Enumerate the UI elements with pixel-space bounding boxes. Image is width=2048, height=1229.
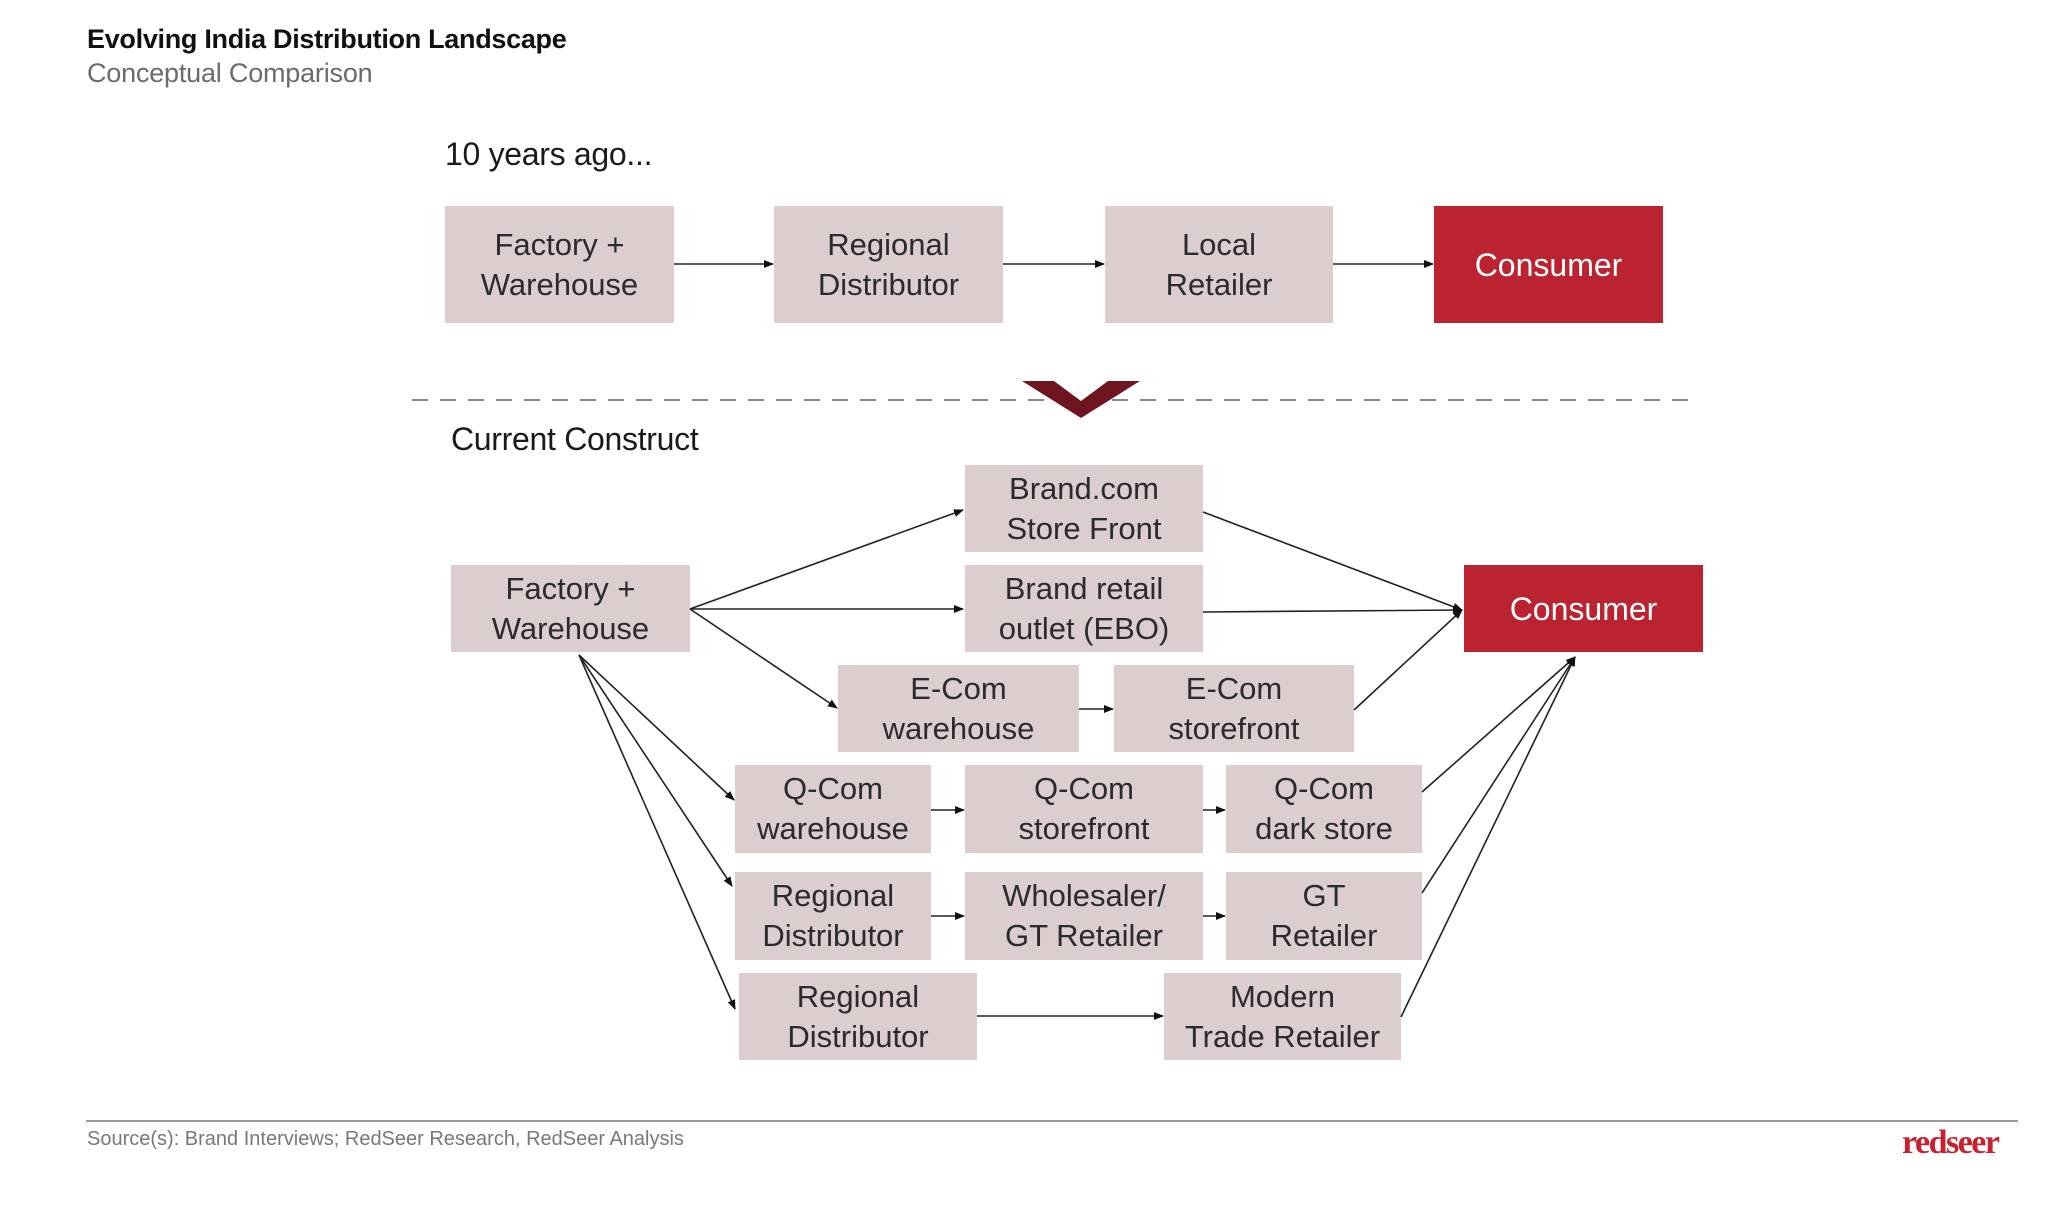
node-wholesaler-gt-retailer: Wholesaler/ GT Retailer <box>965 872 1203 960</box>
node-gt-retailer: GT Retailer <box>1226 872 1422 960</box>
arrow-qcom-ds-consumer <box>1421 656 1576 793</box>
arrow-factory-ecom-wh <box>689 608 838 709</box>
past-section-label: 10 years ago... <box>445 136 653 172</box>
node-brand-retail-outlet: Brand retail outlet (EBO) <box>965 565 1203 652</box>
page-subtitle: Conceptual Comparison <box>87 58 373 88</box>
page-title: Evolving India Distribution Landscape <box>87 24 567 54</box>
node-regional-distributor-mt: Regional Distributor <box>739 973 977 1060</box>
node-qcom-warehouse: Q-Com warehouse <box>735 765 931 853</box>
arrow-modern-consumer <box>1400 656 1576 1018</box>
redseer-logo: redseer <box>1902 1124 2000 1161</box>
node-regional-distributor-gt: Regional Distributor <box>735 872 931 960</box>
arrow-brandcom-consumer <box>1202 511 1463 611</box>
past-node-consumer: Consumer <box>1434 206 1663 323</box>
node-consumer: Consumer <box>1464 565 1703 652</box>
node-ecom-warehouse: E-Com warehouse <box>838 665 1079 752</box>
arrow-factory-brandcom <box>689 509 964 610</box>
arrow-ecom-sf-consumer <box>1353 609 1463 711</box>
node-factory-warehouse: Factory + Warehouse <box>451 565 690 652</box>
chevron-down-icon <box>1022 381 1140 418</box>
past-node-factory: Factory + Warehouse <box>445 206 674 323</box>
node-brandcom-storefront: Brand.com Store Front <box>965 465 1203 552</box>
node-qcom-dark-store: Q-Com dark store <box>1226 765 1422 853</box>
arrow-ebo-consumer <box>1202 606 1463 615</box>
arrow-factory-regional2 <box>578 654 736 1010</box>
current-section-label: Current Construct <box>451 421 699 457</box>
source-note: Source(s): Brand Interviews; RedSeer Res… <box>87 1128 684 1150</box>
node-qcom-storefront: Q-Com storefront <box>965 765 1203 853</box>
node-ecom-storefront: E-Com storefront <box>1114 665 1354 752</box>
arrow-gt-consumer <box>1421 656 1576 894</box>
arrow-factory-regional1 <box>578 654 733 887</box>
arrow-factory-qcom-wh <box>578 654 735 801</box>
past-node-local-retailer: Local Retailer <box>1105 206 1333 323</box>
past-node-regional-distributor: Regional Distributor <box>774 206 1003 323</box>
node-modern-trade-retailer: Modern Trade Retailer <box>1164 973 1401 1060</box>
footer-divider <box>86 1120 2018 1122</box>
